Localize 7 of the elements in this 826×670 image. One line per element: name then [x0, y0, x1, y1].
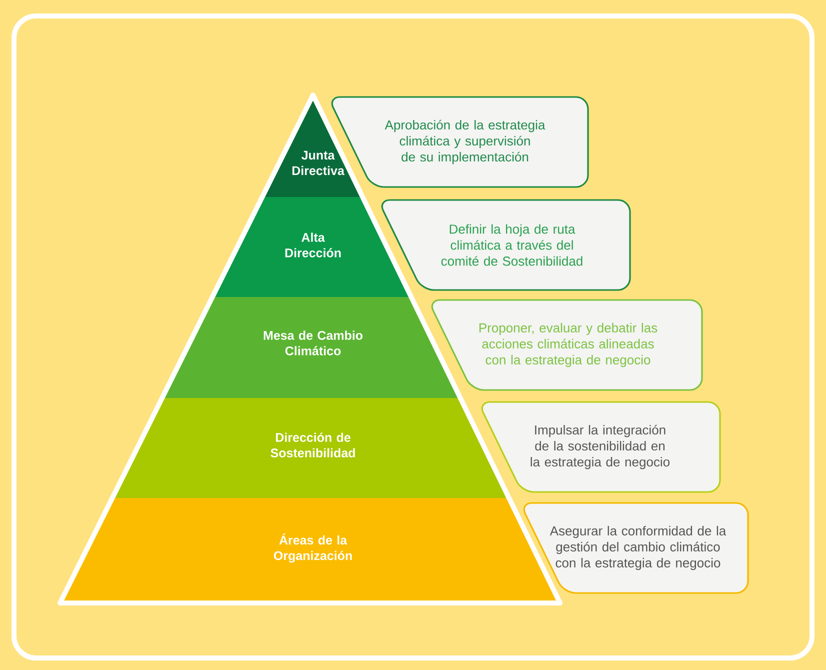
callout-box: Asegurar la conformidad de la gestión del cambio climático con la estrategia de negocio	[523, 502, 749, 594]
callout-box: Proponer, evaluar y debatir las acciones climáticas alineadas con la estrategia de negocio	[431, 299, 703, 391]
pyramid-tier: Mesa de Cambio Climático	[162, 297, 460, 398]
callout-box: Impulsar la integración de la sostenibilidad en la estrategia de negocio	[481, 401, 721, 493]
callout-box: Definir la hoja de ruta climática a través del comité de Sostenibilidad	[381, 199, 631, 291]
pyramid-tier: Alta Dirección	[212, 197, 412, 297]
pyramid-tier: Dirección de Sostenibilidad	[112, 398, 509, 498]
